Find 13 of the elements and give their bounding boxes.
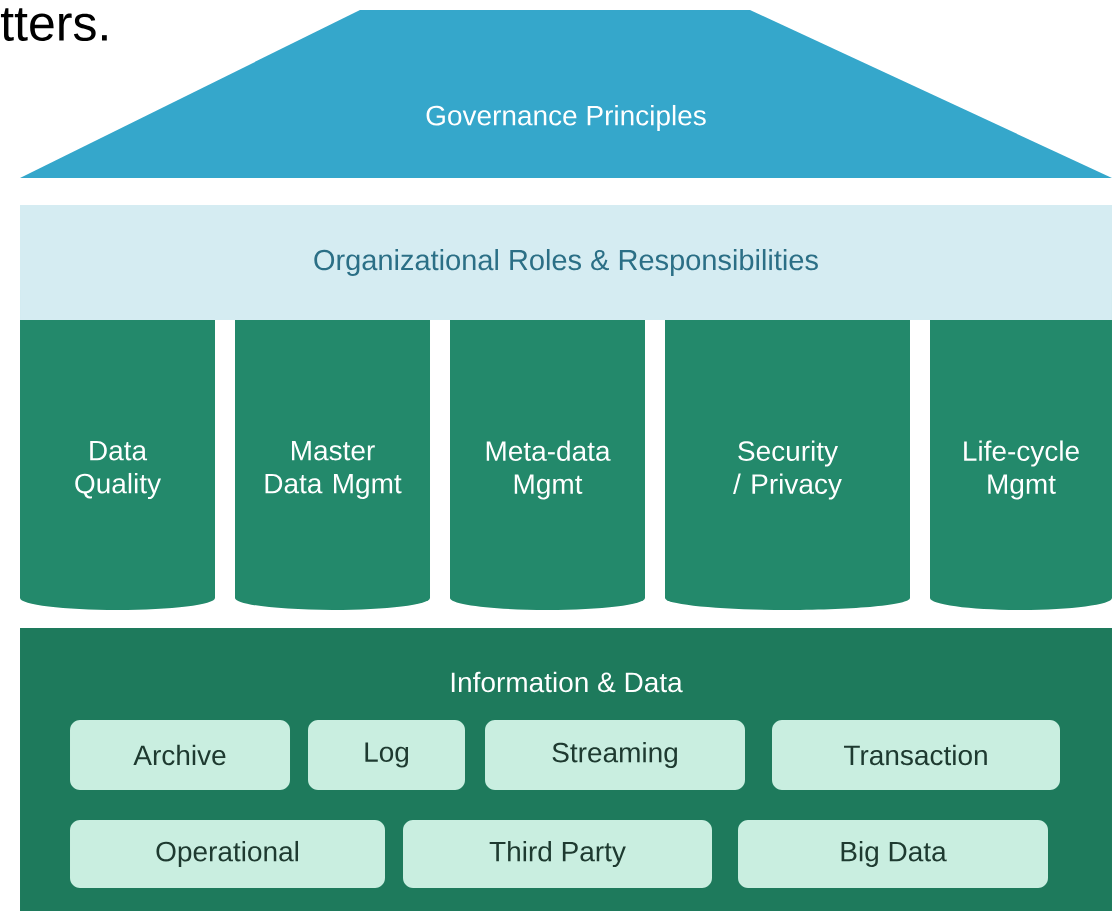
data-type-box: Transaction: [772, 720, 1060, 790]
data-type-box: Log: [308, 720, 465, 790]
pillar: Life-cycle Mgmt: [930, 290, 1112, 610]
data-type-box: Operational: [70, 820, 385, 888]
pillar: Meta-data Mgmt: [450, 290, 645, 610]
pillar: Master Data Mgmt: [235, 290, 430, 610]
roles-band: Organizational Roles & Responsibilities: [20, 205, 1112, 320]
pillar: Data Quality: [20, 290, 215, 610]
data-type-box: Big Data: [738, 820, 1048, 888]
data-type-box: Third Party: [403, 820, 712, 888]
data-type-box: Archive: [70, 720, 290, 790]
pillar: Security / Privacy: [665, 290, 910, 610]
data-type-box: Streaming: [485, 720, 745, 790]
